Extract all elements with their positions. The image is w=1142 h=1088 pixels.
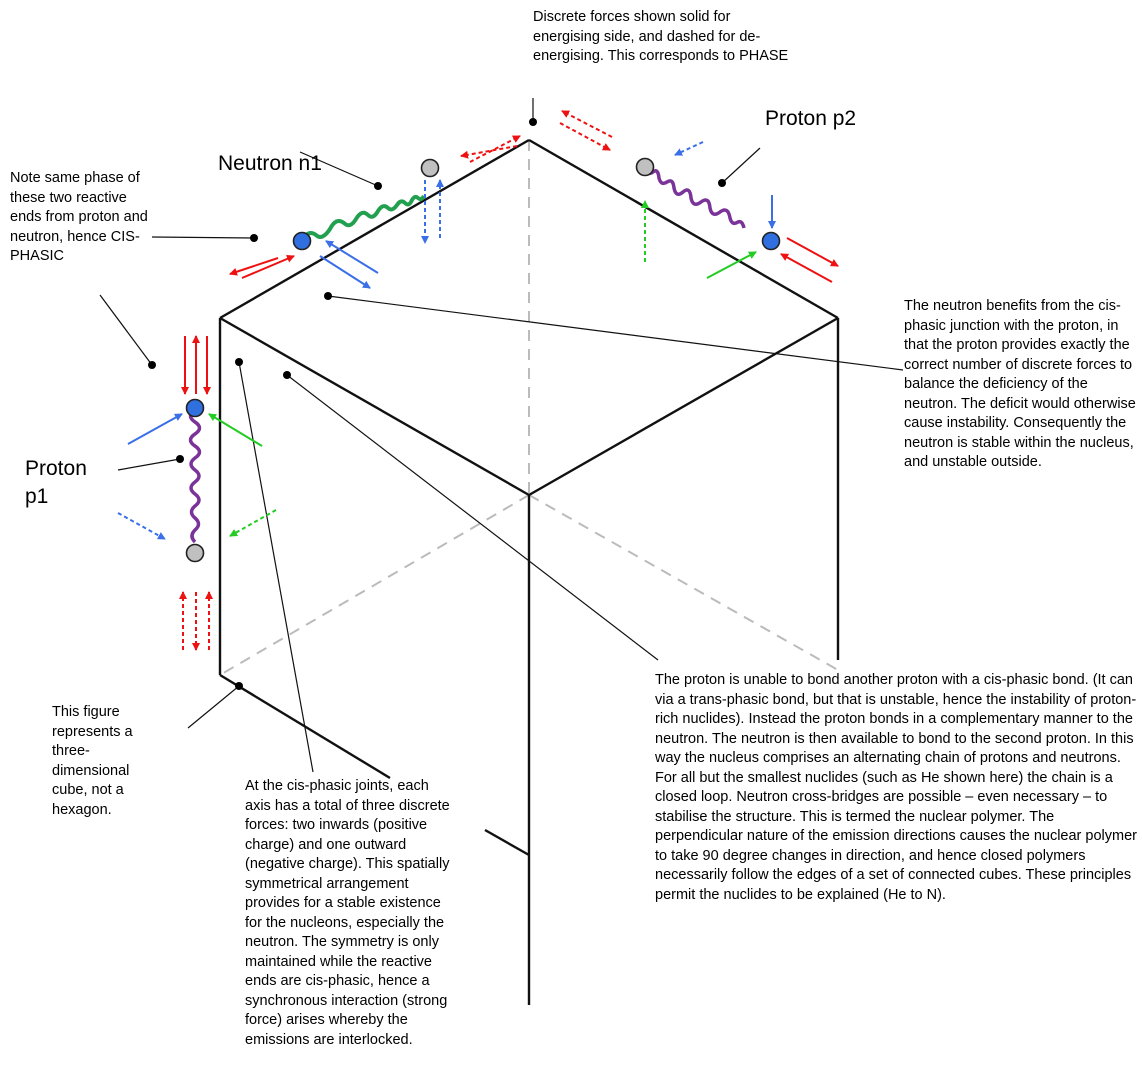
note-cis-phasic-joints: At the cis-phasic joints, each axis has … xyxy=(245,778,450,1048)
force-arrow xyxy=(706,251,757,279)
force-arrow xyxy=(786,237,839,267)
note-neutron-benefit: The neutron benefits from the cis-phasic… xyxy=(904,298,1136,470)
neutron-n1-reactive-end xyxy=(292,231,312,251)
leader-lines xyxy=(99,98,904,773)
force-arrow xyxy=(460,145,518,159)
note-cis-phasic: Note same phase of these two reactive en… xyxy=(10,170,148,264)
proton-p1-reactive-end xyxy=(185,398,205,418)
cube-hidden-edges xyxy=(219,140,839,676)
proton-p2-wave xyxy=(644,167,746,229)
neutron-n1-inert-end xyxy=(420,158,440,178)
leader-dots xyxy=(148,118,726,690)
force-arrow xyxy=(325,240,379,274)
label-neutron-n1: Neutron n1 xyxy=(218,152,322,175)
force-arrow xyxy=(229,257,279,276)
label-proton-p1: Proton p1 xyxy=(25,457,87,508)
proton-p1-inert-end xyxy=(185,543,205,563)
note-proton-bond: The proton is unable to bond another pro… xyxy=(655,672,1137,903)
force-arrow xyxy=(674,141,704,156)
force-arrow xyxy=(208,413,263,447)
force-arrow xyxy=(561,110,613,138)
force-arrow xyxy=(780,253,833,283)
label-proton-p2: Proton p2 xyxy=(765,107,857,130)
force-arrow xyxy=(559,122,611,151)
force-arrows xyxy=(117,110,839,651)
nucleon-nodes xyxy=(185,157,781,563)
force-arrow xyxy=(117,512,166,540)
force-arrow xyxy=(229,509,277,537)
note-cube: This figure represents a three-dimension… xyxy=(52,704,133,818)
force-arrow xyxy=(319,255,371,289)
force-arrow xyxy=(127,413,183,445)
proton-p2-inert-end xyxy=(635,157,655,177)
neutron-n1-wave xyxy=(300,194,426,242)
proton-p2-reactive-end xyxy=(761,231,781,251)
note-phase: Discrete forces shown solid for energisi… xyxy=(533,9,789,64)
proton-p1-wave xyxy=(188,408,202,544)
force-arrow xyxy=(241,255,295,279)
